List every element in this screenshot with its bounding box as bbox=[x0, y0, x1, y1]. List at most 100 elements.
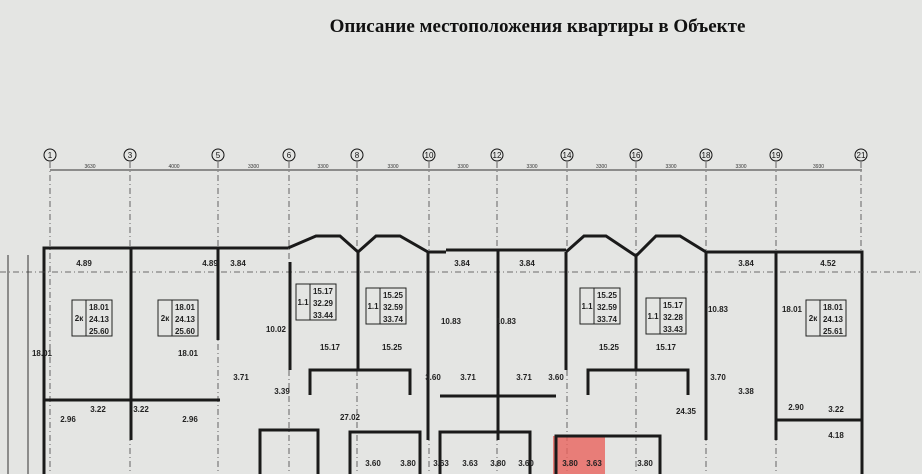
room-area-label: 3.63 bbox=[433, 459, 449, 468]
apartment-type: 2к bbox=[809, 314, 818, 323]
living-area: 18.01 bbox=[175, 303, 196, 312]
axis-label: 18 bbox=[702, 151, 711, 160]
living-area: 15.17 bbox=[313, 287, 334, 296]
total-area: 24.13 bbox=[823, 315, 844, 324]
living-area: 18.01 bbox=[823, 303, 844, 312]
axis-label: 16 bbox=[632, 151, 641, 160]
axis-label: 19 bbox=[772, 151, 781, 160]
reduced-area: 25.60 bbox=[89, 327, 110, 336]
apartment-type: 1.1 bbox=[367, 302, 379, 311]
total-area: 24.13 bbox=[89, 315, 110, 324]
apartment-type: 2к bbox=[161, 314, 170, 323]
axis-label: 5 bbox=[216, 151, 221, 160]
room-area-label: 3.71 bbox=[460, 373, 476, 382]
dimension-label: 3300 bbox=[317, 164, 328, 170]
room-area-label: 18.01 bbox=[178, 349, 199, 358]
room-area-label: 3.60 bbox=[518, 459, 534, 468]
apartment-type: 1.1 bbox=[647, 312, 659, 321]
room-area-label: 3.22 bbox=[90, 405, 106, 414]
room-area-label: 3.39 bbox=[274, 387, 290, 396]
axis-label: 12 bbox=[493, 151, 502, 160]
room-area-label: 10.02 bbox=[266, 325, 287, 334]
room-area-label: 3.70 bbox=[710, 373, 726, 382]
room-area-label: 4.89 bbox=[202, 259, 218, 268]
room-area-label: 3.60 bbox=[365, 459, 381, 468]
axis-label: 8 bbox=[355, 151, 360, 160]
room-area-label: 24.35 bbox=[676, 407, 697, 416]
room-area-label: 15.25 bbox=[599, 343, 620, 352]
axis-label: 1 bbox=[48, 151, 53, 160]
room-area-label: 4.18 bbox=[828, 431, 844, 440]
room-area-label: 2.90 bbox=[788, 403, 804, 412]
axis-label: 14 bbox=[563, 151, 572, 160]
highlighted-apartment bbox=[553, 436, 605, 474]
total-area: 24.13 bbox=[175, 315, 196, 324]
room-area-label: 3.80 bbox=[637, 459, 653, 468]
dimension-label: 3300 bbox=[248, 164, 259, 170]
dimension-label: 3300 bbox=[735, 164, 746, 170]
highlighted-room-label: 3.63 bbox=[586, 459, 602, 468]
highlighted-room-label: 3.80 bbox=[562, 459, 578, 468]
room-area-label: 3.84 bbox=[519, 259, 535, 268]
living-area: 15.17 bbox=[663, 301, 684, 310]
room-area-label: 3.60 bbox=[548, 373, 564, 382]
axis-label: 3 bbox=[128, 151, 133, 160]
reduced-area: 33.74 bbox=[597, 315, 618, 324]
dimension-label: 3930 bbox=[813, 164, 824, 170]
total-area: 32.59 bbox=[597, 303, 618, 312]
room-area-label: 4.52 bbox=[820, 259, 836, 268]
axis-marker bbox=[490, 148, 504, 162]
room-area-label: 10.83 bbox=[496, 317, 517, 326]
room-area-label: 3.63 bbox=[462, 459, 478, 468]
room-area-label: 15.25 bbox=[382, 343, 403, 352]
dimension-label: 3300 bbox=[457, 164, 468, 170]
apartment-type: 2к bbox=[75, 314, 84, 323]
dimension-label: 3300 bbox=[387, 164, 398, 170]
room-area-label: 3.84 bbox=[454, 259, 470, 268]
total-area: 32.59 bbox=[383, 303, 404, 312]
room-area-label: 3.22 bbox=[133, 405, 149, 414]
room-area-label: 2.96 bbox=[182, 415, 198, 424]
room-area-label: 18.01 bbox=[32, 349, 53, 358]
room-area-label: 10.83 bbox=[441, 317, 462, 326]
dimension-label: 3300 bbox=[526, 164, 537, 170]
axis-marker bbox=[629, 148, 643, 162]
page-title: Описание местоположения квартиры в Объек… bbox=[329, 16, 746, 37]
room-area-label: 3.71 bbox=[516, 373, 532, 382]
axis-marker bbox=[43, 148, 57, 162]
total-area: 32.28 bbox=[663, 313, 684, 322]
axis-marker bbox=[123, 148, 137, 162]
room-area-label: 3.38 bbox=[738, 387, 754, 396]
apartment-info-box: 1.1 15.25 32.59 33.74 bbox=[579, 287, 621, 325]
room-area-label: 27.02 bbox=[340, 413, 361, 422]
living-area: 15.25 bbox=[597, 291, 618, 300]
axis-marker bbox=[854, 148, 868, 162]
dimension-label: 4000 bbox=[168, 164, 179, 170]
room-area-label: 4.89 bbox=[76, 259, 92, 268]
axis-marker bbox=[560, 148, 574, 162]
total-area: 32.29 bbox=[313, 299, 334, 308]
axis-marker bbox=[350, 148, 364, 162]
dimension-label: 3630 bbox=[84, 164, 95, 170]
axis-marker bbox=[422, 148, 436, 162]
axis-marker bbox=[699, 148, 713, 162]
room-area-label: 15.17 bbox=[320, 343, 341, 352]
axis-marker bbox=[769, 148, 783, 162]
apartment-type: 1.1 bbox=[297, 298, 309, 307]
apartment-type: 1.1 bbox=[581, 302, 593, 311]
room-area-label: 10.83 bbox=[708, 305, 729, 314]
room-area-label: 3.22 bbox=[828, 405, 844, 414]
room-area-label: 3.84 bbox=[230, 259, 246, 268]
axis-label: 6 bbox=[287, 151, 292, 160]
dimension-label: 3300 bbox=[665, 164, 676, 170]
room-area-label: 3.84 bbox=[738, 259, 754, 268]
room-area-label: 3.60 bbox=[425, 373, 441, 382]
living-area: 18.01 bbox=[89, 303, 110, 312]
room-area-label: 15.17 bbox=[656, 343, 677, 352]
room-area-label: 3.80 bbox=[400, 459, 416, 468]
room-area-label: 3.71 bbox=[233, 373, 249, 382]
